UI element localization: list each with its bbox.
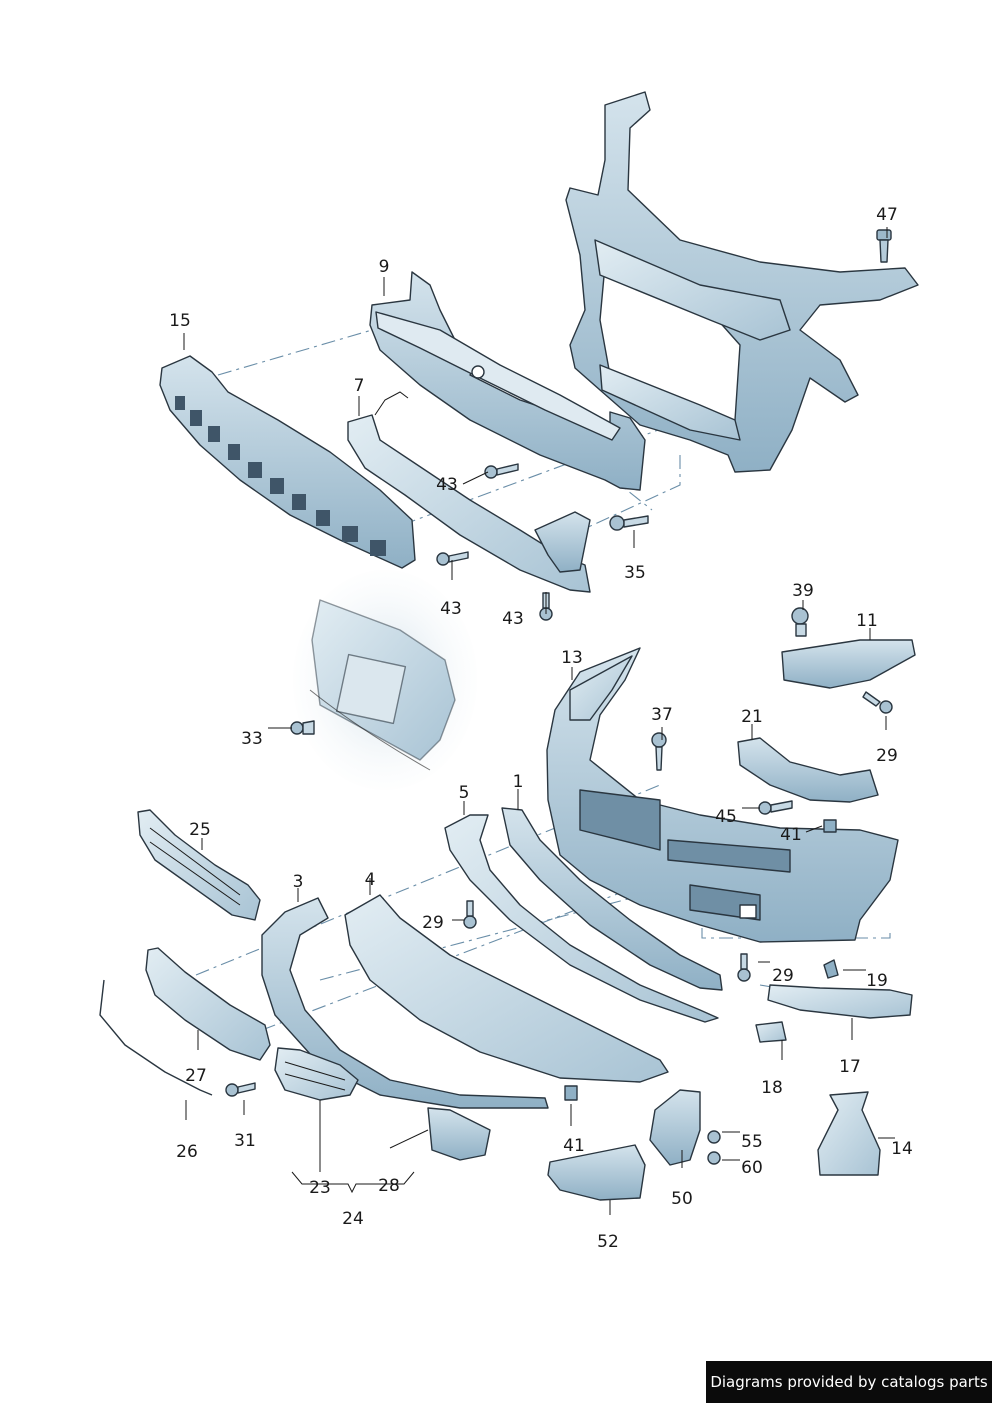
callout-21: 21 [741, 707, 763, 727]
leader-lines [183, 227, 895, 1215]
strip-5-part [444, 814, 719, 1023]
clip-41-a-part [823, 819, 837, 833]
callout-24: 24 [342, 1209, 364, 1229]
callout-5: 5 [459, 783, 470, 803]
callout-47: 47 [876, 205, 898, 225]
screw-43-c-part [539, 592, 553, 621]
screw-31-part [225, 1082, 256, 1097]
callout-23: 23 [309, 1178, 331, 1198]
side-bracket-21-part [737, 737, 879, 803]
callout-41-b: 41 [563, 1136, 585, 1156]
screw-29-c-part [737, 953, 751, 982]
screw-37-part [651, 732, 667, 771]
callout-55: 55 [741, 1132, 763, 1152]
guide-bracket-11-part [781, 639, 916, 689]
callout-1: 1 [513, 772, 524, 792]
callout-15: 15 [169, 311, 191, 331]
screw-45-part [758, 800, 793, 815]
callout-31: 31 [234, 1131, 256, 1151]
fog-grille-23-part [274, 1047, 359, 1101]
nut-60-part [707, 1151, 721, 1165]
callout-45: 45 [715, 807, 737, 827]
callout-52: 52 [597, 1232, 619, 1252]
trim-strip-17-part [767, 984, 913, 1019]
grille-27-part [145, 947, 271, 1061]
callout-18: 18 [761, 1078, 783, 1098]
spoiler-4-part [344, 894, 669, 1083]
callout-4: 4 [365, 870, 376, 890]
callout-25: 25 [189, 820, 211, 840]
clip-39-part [791, 607, 809, 637]
bumper-cover-part [546, 647, 899, 943]
screw-29-d-part [862, 691, 893, 714]
clip-19-part [823, 959, 839, 979]
inset-detail-view [293, 570, 477, 790]
screw-35-part [609, 515, 649, 531]
callout-35: 35 [624, 563, 646, 583]
callout-11: 11 [856, 611, 878, 631]
callout-27: 27 [185, 1066, 207, 1086]
callout-60: 60 [741, 1158, 763, 1178]
callout-7: 7 [354, 376, 365, 396]
nut-55-part [707, 1130, 721, 1144]
energy-absorber-part [159, 355, 416, 569]
air-duct-52-part [547, 1144, 646, 1201]
callout-26: 26 [176, 1142, 198, 1162]
screw-43-a-part [484, 463, 519, 479]
callout-39: 39 [792, 581, 814, 601]
strip-1-part [501, 807, 723, 991]
callout-9: 9 [379, 257, 390, 277]
rivet-nut-33-part [290, 720, 315, 735]
callout-29-a: 29 [422, 913, 444, 933]
callout-50: 50 [671, 1189, 693, 1209]
callout-43-b: 43 [440, 599, 462, 619]
rail-bracket-part [347, 391, 591, 593]
screw-43-b-part [436, 551, 469, 566]
cover-28-part [427, 1107, 491, 1161]
callout-29-c: 29 [772, 966, 794, 986]
cap-18-part [755, 1021, 787, 1043]
lock-carrier-part [565, 91, 919, 473]
callout-14: 14 [891, 1139, 913, 1159]
absorber-pockets [175, 396, 386, 556]
callout-labels: 47 9 15 7 43 43 43 35 39 11 13 37 21 33 … [169, 205, 913, 1252]
callout-33: 33 [241, 729, 263, 749]
callout-43-a: 43 [436, 475, 458, 495]
callout-29-d: 29 [876, 746, 898, 766]
impact-bar-part [369, 271, 646, 491]
screw-29-a-part [463, 900, 477, 929]
hardware-bag-14-part [817, 1091, 881, 1176]
callout-41-a: 41 [780, 825, 802, 845]
strip-26-part [99, 979, 213, 1096]
callout-13: 13 [561, 648, 583, 668]
grille-25-part [137, 809, 261, 921]
callout-17: 17 [839, 1057, 861, 1077]
callout-43-c: 43 [502, 609, 524, 629]
callout-3: 3 [293, 872, 304, 892]
callout-37: 37 [651, 705, 673, 725]
callout-19: 19 [866, 971, 888, 991]
catalog-credit-banner: Diagrams provided by catalogs parts [706, 1361, 992, 1403]
callout-28: 28 [378, 1176, 400, 1196]
bolt-47-part [876, 229, 892, 263]
bracket-50-part [649, 1089, 701, 1166]
clip-41-b-part [564, 1085, 578, 1101]
